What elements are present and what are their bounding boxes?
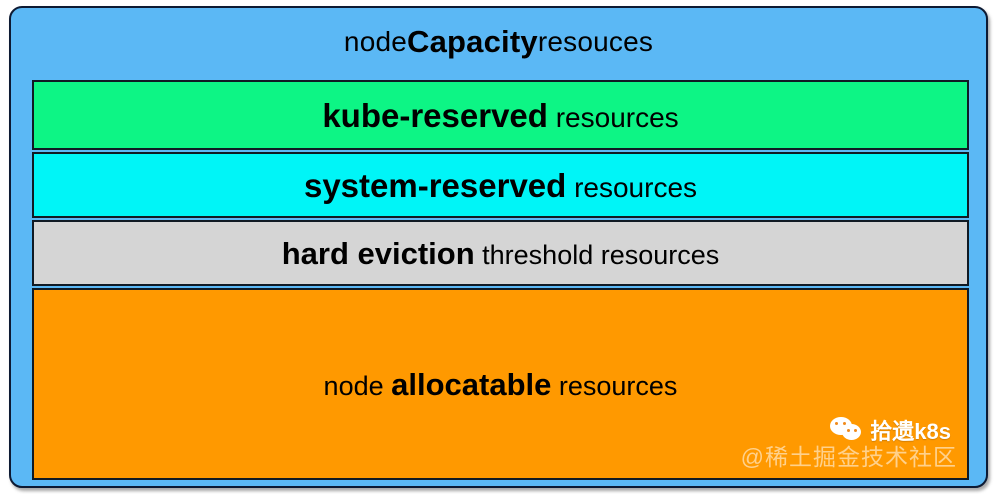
row-node-allocatable-strong: allocatable — [391, 366, 552, 402]
row-system-reserved-label: system-reserved resources — [304, 169, 697, 202]
row-kube-reserved-label: kube-reserved resources — [322, 99, 678, 132]
row-kube-reserved-suffix: resources — [547, 101, 679, 133]
row-node-allocatable: node allocatable resources 拾遗k8s — [32, 288, 969, 480]
wechat-bubble-large — [830, 417, 853, 435]
row-system-reserved: system-reserved resources — [32, 152, 969, 218]
row-hard-eviction-strong: hard eviction — [281, 235, 475, 271]
node-capacity-title: node Capacity resouces — [11, 8, 986, 75]
row-hard-eviction-label: hard eviction threshold resources — [282, 238, 720, 269]
row-node-allocatable-suffix: resources — [551, 370, 678, 401]
row-node-allocatable-prefix: node — [323, 370, 392, 401]
wechat-icon — [830, 417, 864, 443]
wechat-eye-2 — [843, 422, 847, 425]
row-kube-reserved: kube-reserved resources — [32, 80, 969, 150]
watermark-community-text: @稀土掘金技术社区 — [740, 444, 957, 470]
capacity-title-strong: Capacity — [407, 23, 538, 59]
row-hard-eviction-suffix: threshold resources — [474, 239, 720, 270]
capacity-title-prefix: node — [343, 25, 408, 57]
wechat-eye-1 — [835, 422, 839, 425]
row-system-reserved-strong: system-reserved — [303, 166, 567, 204]
wechat-eye-3 — [847, 429, 851, 432]
capacity-title-suffix: resouces — [537, 25, 654, 57]
wechat-bubble-small — [842, 424, 862, 440]
watermark-brand-text: 拾遗k8s — [870, 419, 951, 444]
watermark: 拾遗k8s @稀土掘金技术社区 — [741, 412, 957, 474]
resource-rows: kube-reserved resources system-reserved … — [32, 80, 969, 484]
row-node-allocatable-label: node allocatable resources — [324, 369, 678, 400]
row-kube-reserved-strong: kube-reserved — [322, 96, 548, 134]
wechat-eye-4 — [854, 429, 858, 432]
row-system-reserved-suffix: resources — [566, 171, 698, 203]
row-hard-eviction: hard eviction threshold resources — [32, 220, 969, 286]
node-capacity-container: node Capacity resouces kube-reserved res… — [9, 6, 988, 488]
watermark-brand: 拾遗k8s — [830, 414, 951, 446]
